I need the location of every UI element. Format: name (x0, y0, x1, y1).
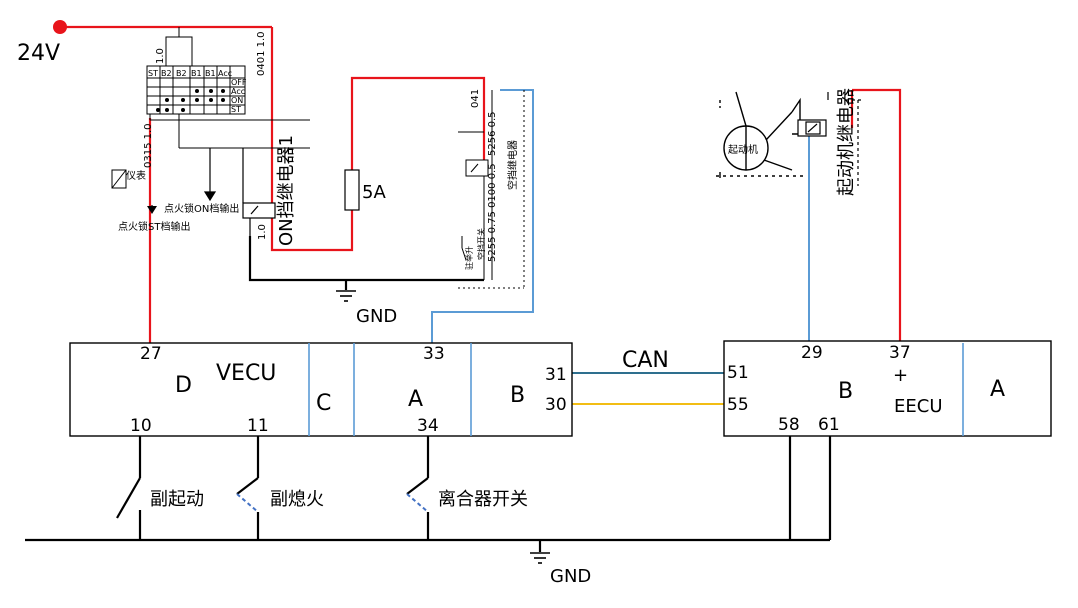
lower-gnd-label: GND (550, 566, 591, 587)
aux-start-label: 副起动 (150, 489, 204, 510)
vecu-pin-34: 34 (417, 416, 439, 436)
ign-pos-on: ON (231, 96, 243, 105)
eecu-plus-symbol: + (893, 365, 908, 386)
can-label: CAN (622, 348, 669, 373)
ign-pos-st: ST (231, 105, 241, 114)
eecu-pin-29: 29 (801, 343, 823, 363)
fuse-rating: 5A (362, 182, 386, 203)
switch-wires (138, 436, 430, 540)
ign-col-st: ST (148, 69, 158, 78)
ign-wire-code-left: 0315 1.0 (143, 123, 154, 168)
ign-col-b2a: B2 (161, 69, 172, 78)
on-output-label: 点火锁ON档输出 (164, 202, 239, 215)
ign-wire-top: 1.0 (155, 48, 166, 64)
fuse-5a (344, 169, 360, 211)
starter-relay (797, 92, 862, 186)
ign-pos-acc: Acc (231, 87, 245, 96)
vecu-pin-31: 31 (545, 365, 567, 385)
vecu-pin-33: 33 (423, 344, 445, 364)
ignition-switch (146, 27, 310, 149)
neutral-switch-label: 空挡开关 (476, 228, 486, 260)
vecu-box (69, 342, 573, 437)
on-relay-wire: 1.0 (257, 224, 268, 240)
supply-terminal-dot (53, 20, 67, 34)
vecu-section-a: A (408, 387, 423, 412)
neutral-wire-lower: 5255 0.75 0100 0.5 (487, 163, 498, 262)
eecu-name: EECU (894, 396, 943, 417)
vecu-section-c: C (316, 391, 331, 416)
neutral-relay (458, 90, 525, 289)
ign-col-b2b: B2 (176, 69, 187, 78)
on-relay-fuse-wire (270, 76, 486, 252)
ign-pos-off: OFF (231, 78, 247, 87)
meter-symbol (111, 169, 127, 189)
pin33-blue-wire (431, 89, 534, 343)
on-relay-name: ON挡继电器1 (276, 135, 297, 246)
starter-motor (716, 91, 806, 178)
ign-col-b1b: B1 (205, 69, 216, 78)
on-relay (242, 148, 276, 236)
ign-output-wires (151, 148, 217, 212)
eecu-pin-51: 51 (727, 363, 749, 383)
vecu-pin-11: 11 (247, 416, 269, 436)
ign-col-b1a: B1 (191, 69, 202, 78)
eecu-section-a: A (990, 377, 1005, 402)
vecu-pin-27: 27 (140, 344, 162, 364)
ign-wire-code-right: 0401 1.0 (256, 31, 267, 76)
meter-label: 仪表 (126, 169, 146, 182)
neutral-wire-upper: 5256 0.5 (487, 111, 498, 156)
neutral-relay-name: 空挡继电器 (506, 140, 519, 190)
neutral-wire-041: 041 (470, 89, 481, 108)
starter-relay-label: 起动机继电器 (836, 88, 857, 196)
vecu-pin-10: 10 (130, 416, 152, 436)
eecu-box (723, 340, 1052, 437)
clutch-switch-label: 离合器开关 (438, 489, 528, 510)
vecu-pin-30: 30 (545, 395, 567, 415)
eecu-pin-55: 55 (727, 395, 749, 415)
aux-stop-switch-contact (236, 477, 259, 513)
neutral-extra-label: 驻举升 (464, 246, 474, 270)
vecu-section-b: B (510, 383, 525, 408)
st-output-label: 点火锁ST档输出 (118, 220, 190, 233)
ign-col-acc: Acc (218, 69, 232, 78)
aux-start-switch-contact (116, 477, 141, 519)
supply-voltage-label: 24V (17, 41, 60, 66)
clutch-switch-contact (406, 477, 429, 513)
supply-24v-wire (60, 25, 274, 205)
eecu-pin-37: 37 (889, 343, 911, 363)
eecu-pin-61: 61 (818, 415, 840, 435)
pin37-red-wire (852, 88, 902, 343)
upper-ground-symbol (336, 290, 356, 302)
vecu-name: VECU (216, 361, 276, 386)
aux-stop-label: 副熄火 (270, 489, 324, 510)
starter-motor-label: 起动机 (728, 143, 758, 156)
st-output-arrow (147, 206, 157, 214)
vecu-section-d: D (175, 373, 192, 398)
eecu-section-b: B (838, 379, 853, 404)
upper-gnd-label: GND (356, 306, 397, 327)
lower-ground-symbol (530, 552, 550, 564)
eecu-pin-58: 58 (778, 415, 800, 435)
upper-ground-wire (248, 236, 484, 290)
ignition-switch-dots (156, 89, 225, 112)
